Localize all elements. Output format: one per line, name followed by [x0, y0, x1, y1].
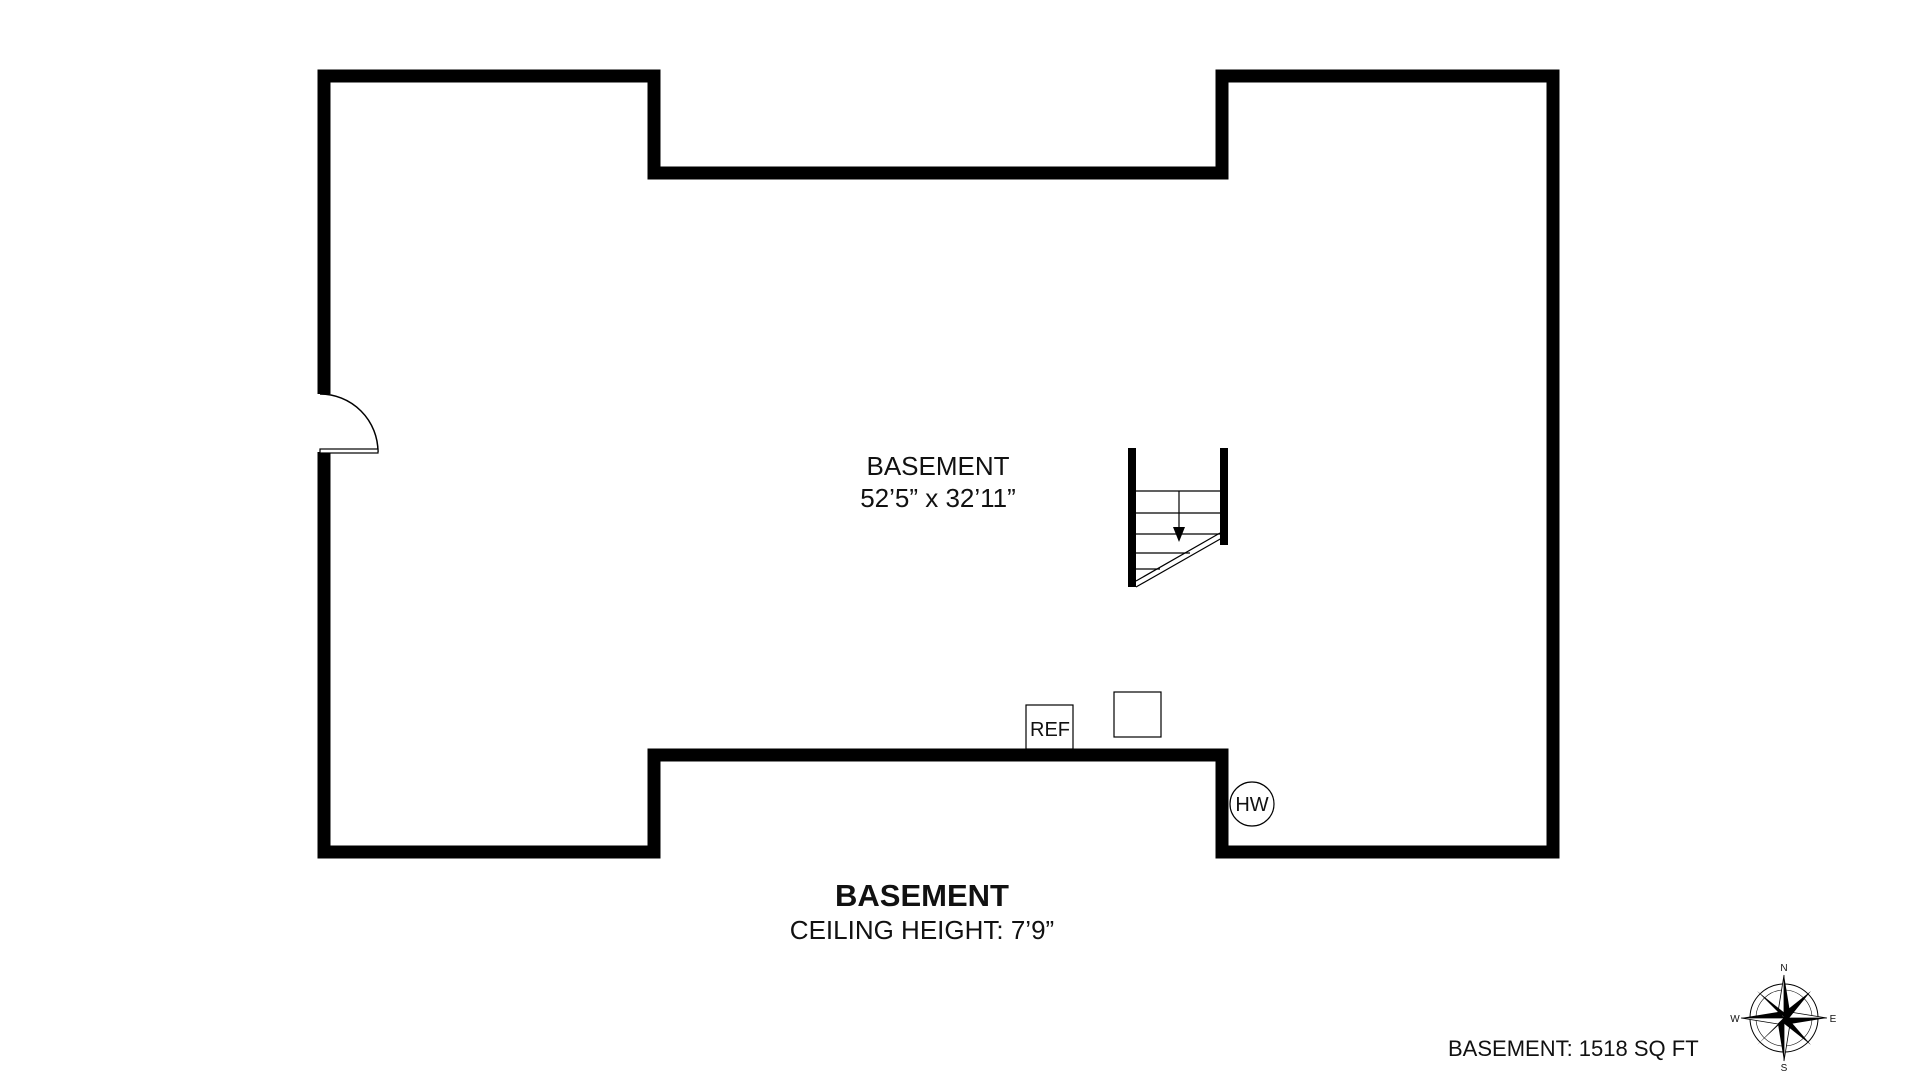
arrow-head-icon [1173, 527, 1185, 542]
compass-rose-icon: N S W E [1730, 963, 1836, 1074]
water-heater: HW [1229, 781, 1275, 827]
refrigerator-box [1025, 704, 1074, 750]
compass-south-label: S [1781, 1063, 1788, 1074]
door-swing-arc [319, 393, 379, 453]
door-leaf [319, 448, 379, 454]
floor-title: BASEMENT [835, 878, 1009, 913]
area-summary: BASEMENT: 1518 SQ FT [1448, 1036, 1699, 1061]
room-name: BASEMENT [866, 451, 1009, 481]
ceiling-height: CEILING HEIGHT: 7’9” [790, 915, 1054, 945]
exterior-wall [317, 69, 1560, 859]
water-heater-label: HW [1235, 794, 1268, 816]
room-dimensions: 52’5” x 32’11” [860, 483, 1016, 513]
door [319, 393, 379, 454]
compass-west-label: W [1730, 1014, 1740, 1025]
compass-north-label: N [1780, 963, 1787, 974]
staircase [1128, 448, 1228, 588]
square-fixture [1113, 691, 1162, 738]
refrigerator-label: REF [1030, 719, 1070, 741]
water-heater-circle [1229, 781, 1275, 827]
compass-east-label: E [1830, 1014, 1837, 1025]
refrigerator: REF [1025, 704, 1074, 750]
